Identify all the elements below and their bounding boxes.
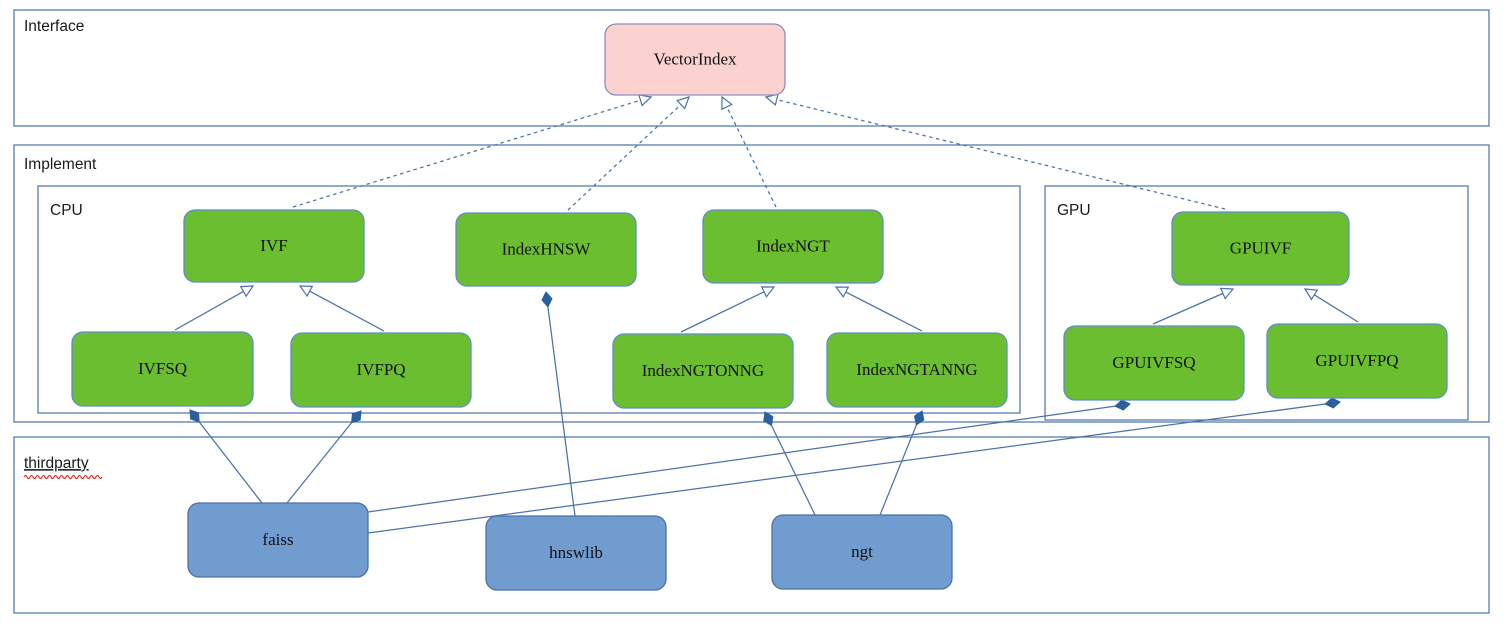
composition-diamond-icon [1114, 399, 1131, 411]
edge-line [198, 420, 263, 504]
edge-line [292, 99, 642, 208]
node-label-faiss: faiss [262, 530, 293, 549]
inheritance-arrow-icon [239, 285, 255, 298]
container-label-thirdparty: thirdparty [24, 455, 89, 472]
container-label-implement: Implement [24, 156, 97, 173]
edge-line [775, 98, 1226, 210]
edge-line [1152, 292, 1225, 325]
inheritance-arrow-icon [721, 95, 733, 111]
edge-e-ivf-vectorindex [292, 94, 653, 208]
inheritance-arrow-icon [1303, 288, 1319, 301]
edge-line [308, 290, 385, 332]
node-gpuivfpq[interactable]: GPUIVFPQ [1266, 323, 1448, 399]
node-label-gpuivfpq: GPUIVFPQ [1315, 351, 1398, 370]
composition-diamond-icon [541, 291, 553, 308]
node-label-indexhnsw: IndexHNSW [502, 239, 592, 258]
edge-line [286, 421, 353, 504]
composition-diamond-icon [1324, 397, 1341, 409]
edge-line [567, 103, 683, 211]
edge-e-faiss-gpuivfsq [367, 399, 1131, 513]
node-label-gpuivf: GPUIVF [1230, 238, 1291, 257]
node-indexngtonng[interactable]: IndexNGTONNG [612, 333, 794, 409]
spellcheck-underline [23, 474, 103, 480]
edge-line [680, 290, 766, 333]
edge-layer [174, 93, 1359, 534]
composition-diamond-icon [763, 411, 774, 427]
edge-line [367, 403, 1327, 534]
edge-line [844, 290, 923, 332]
node-gpuivf[interactable]: GPUIVF [1171, 211, 1350, 286]
node-ivfsq[interactable]: IVFSQ [71, 331, 254, 407]
edge-e-ngtonng-indexngt [680, 286, 776, 333]
inheritance-arrow-icon [834, 286, 850, 299]
edge-e-indexhnsw-vectorindex [567, 96, 690, 211]
edge-e-faiss-ivfsq [189, 409, 263, 504]
composition-diamond-icon [351, 410, 362, 424]
composition-diamond-icon [189, 409, 200, 423]
edge-line [174, 290, 245, 331]
node-hnswlib[interactable]: hnswlib [485, 515, 667, 591]
inheritance-arrow-icon [760, 286, 776, 298]
node-indexngt[interactable]: IndexNGT [702, 209, 884, 284]
node-label-indexngtonng: IndexNGTONNG [642, 361, 764, 380]
node-label-indexngt: IndexNGT [756, 236, 830, 255]
node-label-vectorindex: VectorIndex [653, 49, 737, 68]
edge-line [770, 424, 816, 516]
node-indexhnsw[interactable]: IndexHNSW [455, 212, 637, 287]
edge-e-gpuivfsq-gpuivf [1152, 287, 1235, 325]
node-indexngtanng[interactable]: IndexNGTANNG [826, 332, 1008, 408]
inheritance-arrow-icon [676, 96, 690, 110]
edge-e-gpuivfpq-gpuivf [1303, 288, 1359, 323]
container-label-gpu: GPU [1057, 202, 1091, 219]
node-label-ivf: IVF [260, 236, 287, 255]
edge-e-hnswlib-indexhnsw [541, 291, 576, 517]
node-label-hnswlib: hnswlib [549, 543, 603, 562]
inheritance-arrow-icon [298, 285, 314, 298]
node-ivf[interactable]: IVF [183, 209, 365, 283]
edge-e-ngt-indexngtonng [763, 411, 816, 516]
node-label-ivfpq: IVFPQ [356, 360, 405, 379]
inheritance-arrow-icon [638, 94, 653, 107]
container-label-cpu: CPU [50, 202, 83, 219]
container-label-interface: Interface [24, 18, 84, 35]
composition-diamond-icon [914, 410, 925, 426]
node-label-gpuivfsq: GPUIVFSQ [1112, 353, 1195, 372]
node-label-ngt: ngt [851, 542, 873, 561]
edge-e-faiss-ivfpq [286, 410, 362, 504]
node-label-indexngtanng: IndexNGTANNG [856, 360, 977, 379]
edge-e-ngtanng-indexngt [834, 286, 923, 332]
edge-line [367, 405, 1117, 513]
inheritance-arrow-icon [1219, 287, 1235, 300]
edge-line [547, 305, 576, 517]
edge-line [725, 105, 777, 208]
edge-e-indexngt-vectorindex [721, 95, 777, 208]
node-ivfpq[interactable]: IVFPQ [290, 332, 472, 408]
node-gpuivfsq[interactable]: GPUIVFSQ [1063, 325, 1245, 401]
edge-line [879, 423, 918, 516]
edge-line [1313, 293, 1359, 323]
edge-e-ivfpq-ivf [298, 285, 385, 332]
node-label-ivfsq: IVFSQ [138, 359, 187, 378]
edge-e-ivfsq-ivf [174, 285, 255, 331]
node-ngt[interactable]: ngt [771, 514, 953, 590]
edge-e-faiss-gpuivfpq [367, 397, 1341, 534]
node-vectorindex[interactable]: VectorIndex [604, 23, 786, 96]
edge-e-ngt-indexngtanng [879, 410, 925, 516]
node-faiss[interactable]: faiss [187, 502, 369, 578]
